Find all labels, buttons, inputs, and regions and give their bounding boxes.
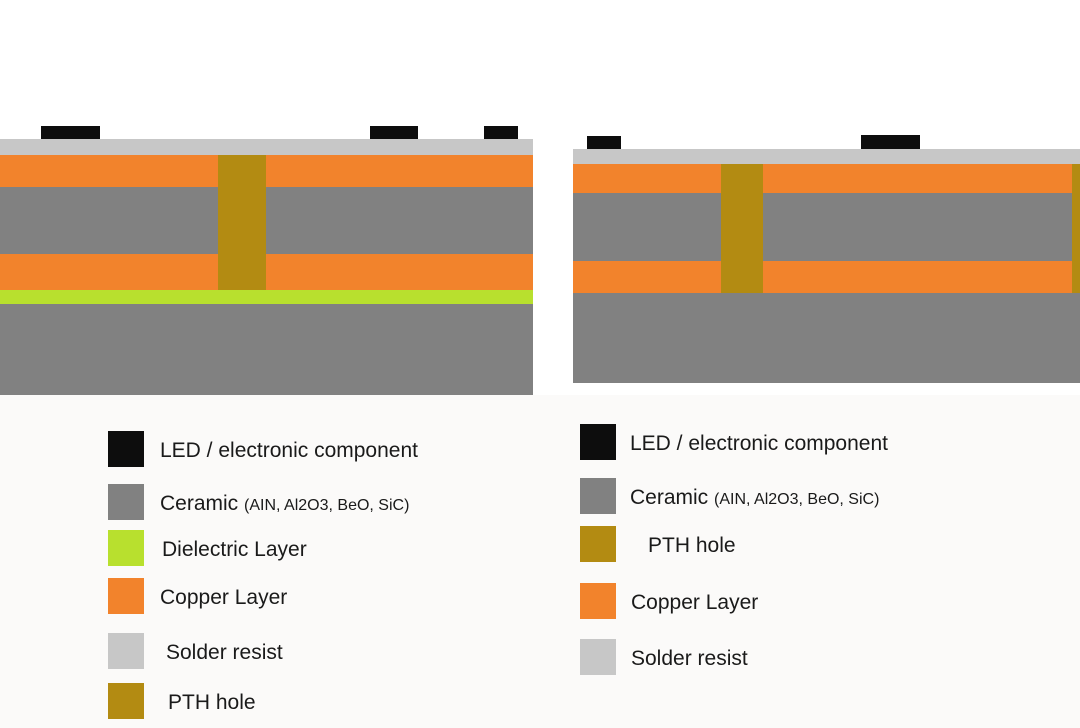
led-component [587, 136, 621, 150]
legend-label: Solder resist [631, 647, 748, 670]
legend-label: Ceramic (AIN, Al2O3, BeO, SiC) [160, 492, 410, 515]
legend-background [0, 395, 1080, 728]
pth-hole [721, 164, 763, 293]
led-component [370, 126, 418, 139]
legend-label: LED / electronic component [160, 439, 418, 462]
solder-resist-layer [573, 149, 1080, 164]
dielectric-layer [0, 290, 533, 304]
copper-layer-top [573, 164, 1080, 193]
solder-resist-layer [0, 139, 533, 155]
legend-label: Dielectric Layer [162, 538, 307, 561]
ceramic-swatch [580, 478, 616, 514]
copper-swatch [580, 583, 616, 619]
pth-swatch [108, 683, 144, 719]
ceramic-base [573, 293, 1080, 383]
copper-swatch [108, 578, 144, 614]
led-component [861, 135, 920, 149]
led-component [41, 126, 100, 139]
legend-label: PTH hole [648, 534, 736, 557]
legend-label: Solder resist [166, 641, 283, 664]
dielectric-swatch [108, 530, 144, 566]
legend-label: Copper Layer [631, 591, 759, 614]
ceramic-layer [573, 193, 1080, 261]
copper-layer-bottom [0, 254, 533, 290]
pth-hole [218, 155, 266, 290]
led-swatch [108, 431, 144, 467]
led-swatch [580, 424, 616, 460]
legend-label: PTH hole [168, 691, 256, 714]
ceramic-base [0, 304, 533, 395]
left-cross-section [0, 125, 533, 395]
copper-layer-top [0, 155, 533, 187]
legend-label: Ceramic (AIN, Al2O3, BeO, SiC) [630, 486, 880, 509]
led-component [484, 126, 518, 139]
pth-swatch [580, 526, 616, 562]
ceramic-layer [0, 187, 533, 254]
copper-layer-bottom [573, 261, 1080, 293]
solder-swatch [108, 633, 144, 669]
pth-hole [1072, 164, 1080, 293]
solder-swatch [580, 639, 616, 675]
legend-label: Copper Layer [160, 586, 288, 609]
legend-label: LED / electronic component [630, 432, 888, 455]
ceramic-swatch [108, 484, 144, 520]
right-cross-section [573, 134, 1080, 383]
